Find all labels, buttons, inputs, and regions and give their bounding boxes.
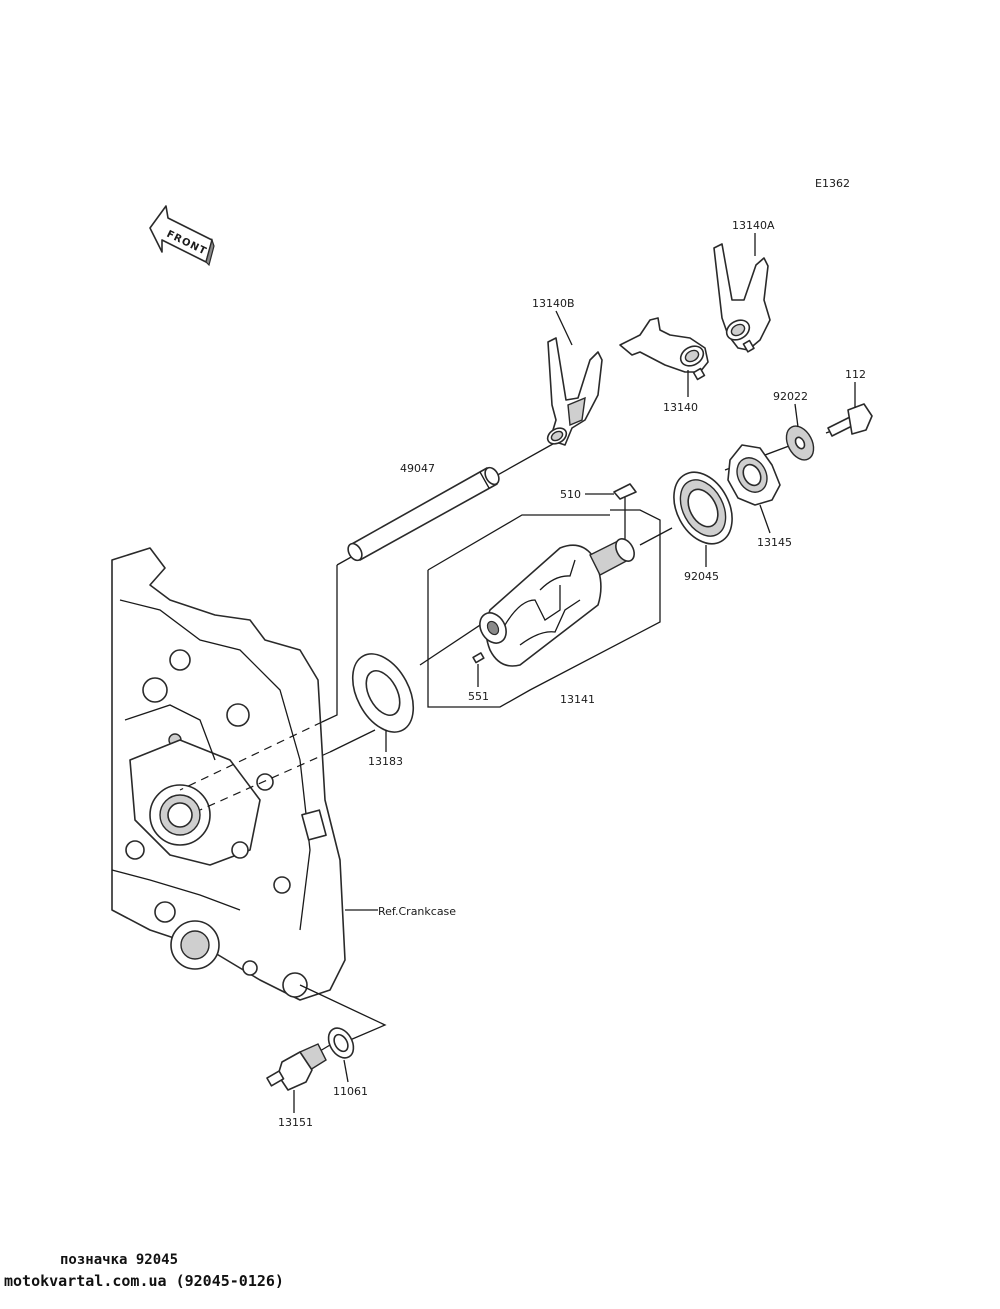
label-crankcase: Ref.Crankcase xyxy=(378,905,456,918)
label-13140: 13140 xyxy=(663,401,698,414)
part-13140a-fork xyxy=(713,243,771,353)
label-49047: 49047 xyxy=(400,462,435,475)
footer-site-watermark: motokvartal.com.ua (92045-0126) xyxy=(4,1272,284,1290)
part-510-pin xyxy=(613,483,637,500)
label-112: 112 xyxy=(845,368,866,381)
label-13183: 13183 xyxy=(368,755,403,768)
part-13141-drum xyxy=(479,538,635,667)
part-13151-switch xyxy=(266,1043,327,1091)
dash-line-upper xyxy=(179,721,323,791)
front-arrow-icon: FRONT xyxy=(149,205,215,267)
bracket-13141-top xyxy=(427,514,610,571)
part-92045-bearing xyxy=(673,471,733,545)
part-13140b-fork xyxy=(546,337,603,446)
part-92022-washer xyxy=(785,425,815,461)
leader-11061 xyxy=(343,1059,349,1083)
leader-13183 xyxy=(329,729,376,753)
leader-13140b xyxy=(555,310,573,346)
label-92022: 92022 xyxy=(773,390,808,403)
label-510: 510 xyxy=(560,488,581,501)
label-11061: 11061 xyxy=(333,1085,368,1098)
bracket-13141 xyxy=(427,509,661,708)
diagram-ref-code: E1362 xyxy=(815,177,850,190)
part-112-bolt xyxy=(827,403,873,437)
footer-part-code: позначка 92045 xyxy=(60,1252,179,1268)
part-49047-shaft xyxy=(347,466,500,562)
label-92045: 92045 xyxy=(684,570,719,583)
part-551-pin xyxy=(472,652,485,664)
leader-92045-shaft xyxy=(639,527,673,546)
part-11061-washer xyxy=(327,1027,355,1059)
dash-line-lower xyxy=(199,751,331,811)
crankcase-drawing xyxy=(111,547,346,1001)
leader-11061-case xyxy=(299,984,387,1041)
part-13145-cam xyxy=(727,444,781,506)
part-13183-washer xyxy=(351,653,415,733)
label-13151: 13151 xyxy=(278,1116,313,1129)
label-13140b: 13140B xyxy=(532,297,575,310)
part-13140-fork xyxy=(619,317,709,381)
bracket-49047 xyxy=(321,565,338,723)
label-13145: 13145 xyxy=(757,536,792,549)
label-13140a: 13140A xyxy=(732,219,775,232)
label-13141: 13141 xyxy=(560,693,595,706)
label-551: 551 xyxy=(468,690,489,703)
leader-13145 xyxy=(759,504,771,534)
leader-92022 xyxy=(794,403,799,428)
